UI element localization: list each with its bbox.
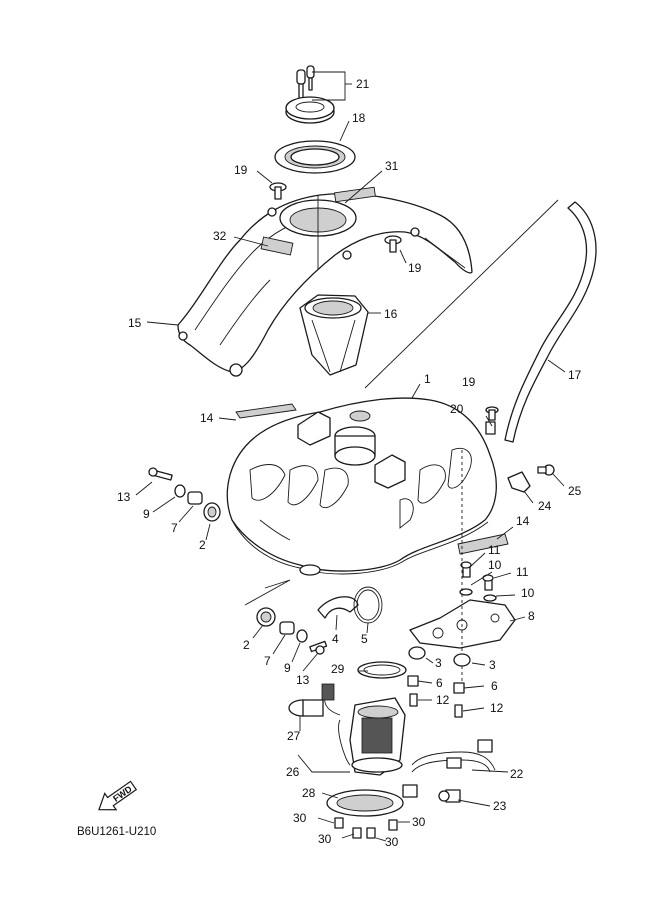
callout-11: 11 — [488, 543, 501, 557]
callout-7: 7 — [264, 654, 271, 668]
callout-13: 13 — [296, 673, 310, 687]
callout-11: 11 — [516, 565, 529, 579]
bolt-19-part — [269, 182, 287, 200]
callout-19: 19 — [234, 163, 248, 177]
callout-6: 6 — [436, 676, 443, 690]
callout-12: 12 — [436, 693, 450, 707]
fuel-pump-part — [321, 683, 406, 776]
drawing-code: B6U1261-U210 — [77, 826, 156, 838]
callout-13: 13 — [117, 490, 131, 504]
damper-strip-14-part — [235, 403, 297, 419]
callout-22: 22 — [510, 767, 524, 781]
callout-17: 17 — [568, 368, 582, 382]
callout-29: 29 — [331, 662, 345, 676]
callout-18: 18 — [352, 111, 366, 125]
callout-28: 28 — [302, 786, 316, 800]
clamp-24-part — [507, 471, 531, 493]
callout-30: 30 — [293, 811, 307, 825]
clip-23-part — [438, 789, 461, 803]
callout-20: 20 — [450, 402, 464, 416]
callout-25: 25 — [568, 484, 582, 498]
callout-14: 14 — [516, 514, 530, 528]
callout-1: 1 — [424, 372, 431, 386]
filter-27-part — [288, 699, 324, 717]
bolt-19-part — [485, 406, 499, 421]
screw-30-part — [334, 817, 398, 839]
fuel-hose-22-part — [402, 739, 496, 798]
cover-4-part — [317, 596, 359, 619]
callout-6: 6 — [491, 679, 498, 693]
mount-left-upper — [148, 467, 221, 522]
breather-hose-part — [504, 201, 597, 443]
callout-26: 26 — [286, 765, 300, 779]
fuel-tank-part — [226, 397, 497, 576]
filler-collar-part — [299, 294, 369, 376]
forward-arrow-icon: FWD — [98, 780, 138, 811]
screw-25-part — [537, 464, 555, 476]
callout-9: 9 — [143, 507, 150, 521]
callout-31: 31 — [385, 159, 399, 173]
callout-32: 32 — [213, 229, 227, 243]
retainer-plate-28-part — [326, 789, 404, 817]
cap-seal-ring-part — [274, 140, 356, 174]
callout-12: 12 — [490, 701, 504, 715]
callout-2: 2 — [243, 638, 250, 652]
bolt-12-part — [409, 693, 463, 718]
fuel-cap-part — [285, 96, 335, 124]
callout-10: 10 — [488, 558, 502, 572]
grommet-3-part — [408, 646, 471, 667]
callout-19: 19 — [408, 261, 422, 275]
callout-5: 5 — [361, 632, 368, 646]
callout-19: 19 — [462, 375, 476, 389]
callout-3: 3 — [489, 658, 496, 672]
callout-10: 10 — [521, 586, 535, 600]
callout-30: 30 — [318, 832, 332, 846]
gasket-29-part — [357, 661, 407, 679]
damper-strip-14-part — [457, 533, 509, 555]
callout-30: 30 — [385, 835, 399, 849]
callout-7: 7 — [171, 521, 178, 535]
bolt-19-part — [384, 235, 402, 253]
callout-21: 21 — [356, 77, 370, 91]
key-part — [296, 65, 315, 99]
callout-9: 9 — [284, 661, 291, 675]
callout-2: 2 — [199, 538, 206, 552]
collar-20-part — [485, 421, 496, 435]
callout-3: 3 — [435, 656, 442, 670]
callout-14: 14 — [200, 411, 214, 425]
washer-10-part — [459, 588, 497, 602]
callout-27: 27 — [287, 729, 301, 743]
callout-8: 8 — [528, 609, 535, 623]
callout-4: 4 — [332, 632, 339, 646]
callout-15: 15 — [128, 316, 142, 330]
mount-left-lower — [256, 607, 328, 655]
callout-30: 30 — [412, 815, 426, 829]
callout-24: 24 — [538, 499, 552, 513]
callout-16: 16 — [384, 307, 398, 321]
bracket-8-part — [409, 599, 516, 649]
leader-lines — [135, 71, 566, 842]
callout-23: 23 — [493, 799, 507, 813]
